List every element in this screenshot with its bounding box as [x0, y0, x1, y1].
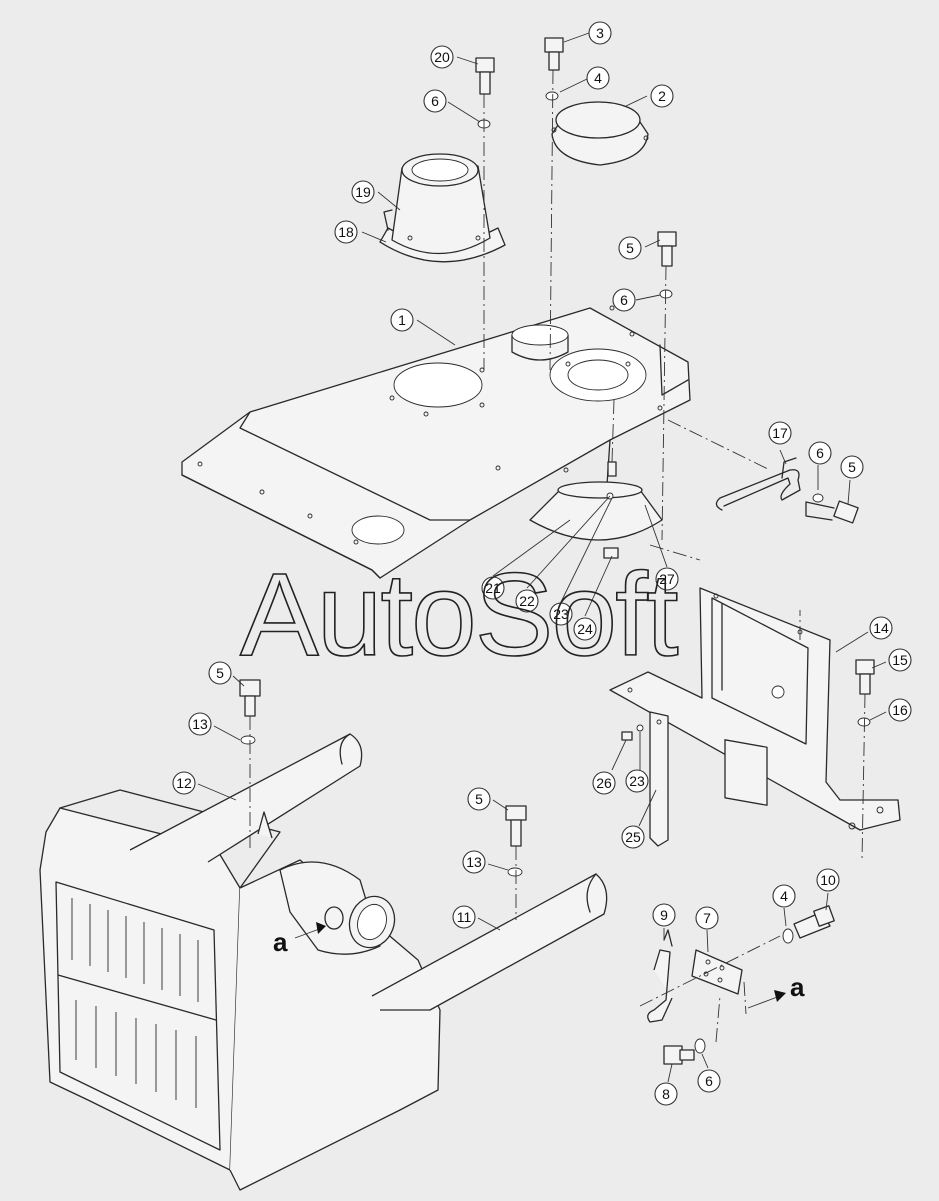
svg-text:27: 27 [659, 571, 675, 587]
svg-text:14: 14 [873, 620, 889, 636]
top-cover-plate [181, 305, 691, 579]
leader-lines [197, 32, 887, 1083]
radiator-shroud [39, 789, 441, 1191]
svg-text:10: 10 [820, 872, 836, 888]
svg-text:6: 6 [705, 1073, 713, 1089]
watermark: AutoSoft [240, 549, 678, 681]
svg-text:13: 13 [466, 854, 482, 870]
svg-text:5: 5 [475, 791, 483, 807]
svg-text:25: 25 [625, 829, 641, 845]
svg-text:3: 3 [596, 25, 604, 41]
mounting-bracket [609, 587, 901, 831]
callout-2: 2 [650, 84, 674, 108]
callout-26: 26 [592, 771, 616, 795]
callout-13-left: 13 [188, 712, 212, 736]
bolt-5-mid [505, 805, 527, 847]
callout-22: 22 [515, 589, 539, 613]
svg-text:6: 6 [431, 93, 439, 109]
callout-12: 12 [172, 771, 196, 795]
svg-text:12: 12 [176, 775, 192, 791]
callout-18: 18 [334, 220, 358, 244]
svg-text:11: 11 [457, 909, 472, 925]
callout-24: 24 [573, 617, 597, 641]
svg-text:18: 18 [338, 224, 354, 240]
svg-text:23: 23 [553, 606, 569, 622]
bolt-5-hook [805, 500, 859, 524]
clamp-assembly [647, 929, 743, 1065]
svg-text:7: 7 [703, 910, 711, 926]
callout-14: 14 [869, 616, 893, 640]
bolt-5-top [657, 231, 677, 267]
svg-text:4: 4 [594, 70, 602, 86]
callout-13-mid: 13 [462, 850, 486, 874]
bolt-20 [475, 57, 495, 95]
round-cover [551, 101, 649, 166]
svg-text:8: 8 [662, 1086, 670, 1102]
arrow-label-left: a [273, 927, 288, 957]
bolt-15 [855, 659, 875, 695]
callout-4-top: 4 [586, 66, 610, 90]
svg-text:21: 21 [485, 580, 501, 596]
svg-text:6: 6 [816, 445, 824, 461]
svg-text:4: 4 [780, 888, 788, 904]
callout-23-boot: 23 [549, 602, 573, 626]
callout-5-mid: 5 [467, 787, 491, 811]
callout-10: 10 [816, 868, 840, 892]
svg-text:5: 5 [216, 665, 224, 681]
hook-bracket [715, 457, 801, 511]
bolt-10 [793, 905, 835, 939]
svg-text:5: 5 [626, 240, 634, 256]
callout-8: 8 [654, 1082, 678, 1106]
svg-text:6: 6 [620, 292, 628, 308]
callout-27: 27 [655, 567, 679, 591]
svg-text:26: 26 [596, 775, 612, 791]
callout-3: 3 [588, 21, 612, 45]
callout-19: 19 [351, 180, 375, 204]
svg-text:22: 22 [519, 593, 535, 609]
callout-5-hook: 5 [840, 455, 864, 479]
callout-6-mid: 6 [612, 288, 636, 312]
svg-text:24: 24 [577, 621, 593, 637]
callout-25: 25 [621, 825, 645, 849]
callout-4-right: 4 [772, 884, 796, 908]
svg-text:20: 20 [434, 49, 450, 65]
callout-16: 16 [888, 698, 912, 722]
svg-text:5: 5 [848, 459, 856, 475]
svg-text:16: 16 [892, 702, 908, 718]
callout-6-top: 6 [423, 89, 447, 113]
arrow-label-right: a [790, 972, 805, 1002]
svg-text:23: 23 [629, 773, 645, 789]
svg-text:1: 1 [398, 312, 406, 328]
svg-text:13: 13 [192, 716, 208, 732]
callout-5-top: 5 [618, 236, 642, 260]
pipe-lower [371, 873, 608, 1011]
rubber-boot [529, 461, 663, 559]
svg-text:2: 2 [658, 88, 666, 104]
callout-21: 21 [481, 576, 505, 600]
callout-11: 11 [452, 905, 476, 929]
svg-text:9: 9 [660, 907, 668, 923]
callout-20: 20 [430, 45, 454, 69]
callout-9: 9 [652, 903, 676, 927]
bolt-3 [544, 37, 564, 71]
callout-7: 7 [695, 906, 719, 930]
callout-1: 1 [390, 308, 414, 332]
hanger-plate [649, 711, 669, 847]
intake-duct [379, 153, 506, 263]
pipe-upper [129, 733, 396, 955]
callout-23-plate: 23 [625, 769, 649, 793]
svg-text:19: 19 [355, 184, 371, 200]
callout-5-left: 5 [208, 661, 232, 685]
callout-6-hook: 6 [808, 441, 832, 465]
callout-6-bottom: 6 [697, 1069, 721, 1093]
callout-15: 15 [888, 648, 912, 672]
callout-17: 17 [768, 421, 792, 445]
svg-text:15: 15 [892, 652, 908, 668]
svg-text:17: 17 [772, 425, 788, 441]
